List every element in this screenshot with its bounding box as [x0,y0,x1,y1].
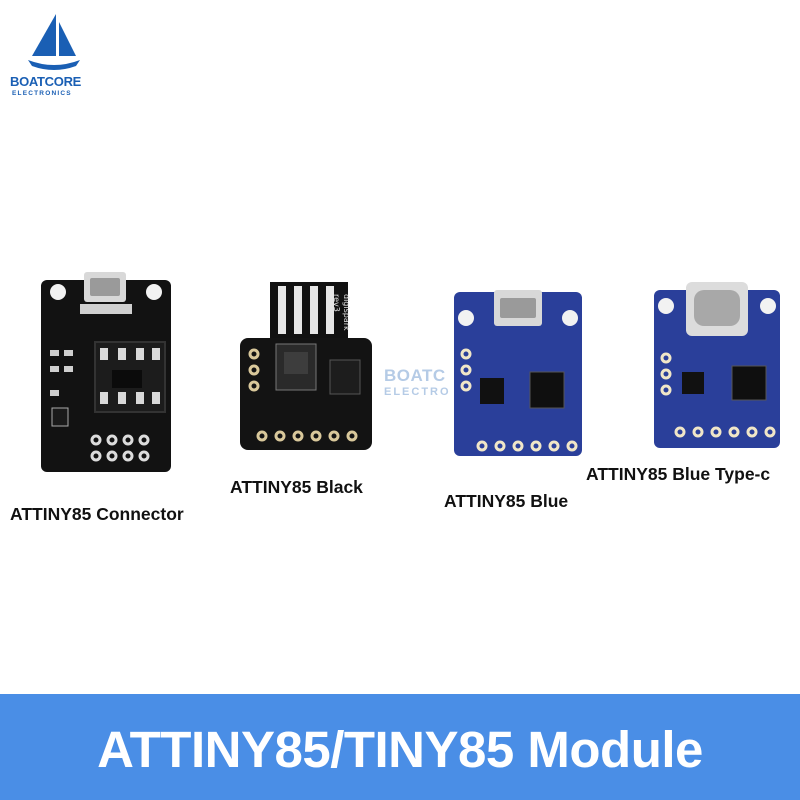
brand-logo: BOATCORE ELECTRONICS [8,8,92,100]
board-black-image: rev3 digispark [240,282,372,450]
board-blue-typec-image [654,282,780,448]
product-label-blue-typec: ATTINY85 Blue Type-c [586,464,771,484]
board-connector-image [41,272,171,472]
logo-brand-text: BOATCORE [10,74,82,89]
product-label-black: ATTINY85 Black [230,477,363,497]
svg-text:digispark: digispark [342,294,351,331]
title-banner [0,694,800,800]
watermark-line2: ELECTRO [384,386,451,398]
logo-subtitle-text: ELECTRONICS [12,90,72,97]
sailboat-logo-icon [28,14,80,70]
product-label-connector: ATTINY85 Connector [10,504,184,524]
banner-title: ATTINY85/TINY85 Module [97,720,703,778]
product-label-blue: ATTINY85 Blue [444,491,569,511]
watermark-line1: BOATC [384,366,446,385]
watermark-text: BOATC ELECTRO [384,366,451,400]
svg-text:rev3: rev3 [332,294,341,312]
board-blue-image [454,290,582,456]
